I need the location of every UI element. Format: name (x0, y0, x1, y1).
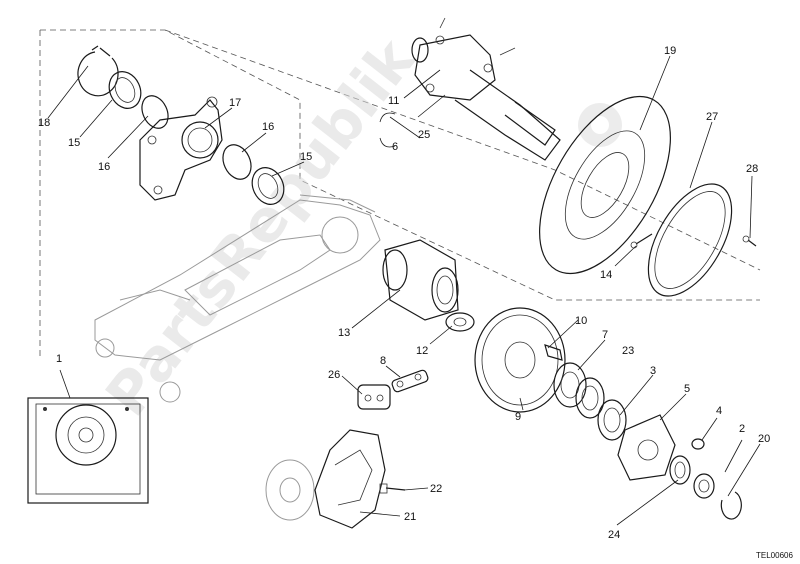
nut-4 (691, 438, 705, 450)
callout-27: 27 (706, 111, 718, 123)
caliper-bracket-17 (139, 96, 223, 201)
callout-1: 1 (56, 353, 62, 365)
wheel-hub-shaft-25 (411, 17, 561, 161)
callout-8: 8 (380, 355, 386, 367)
screw-14 (630, 233, 653, 249)
screw-28 (742, 235, 757, 247)
callout-11: 11 (388, 95, 399, 107)
tone-ring-27 (647, 183, 733, 297)
swingarm-outline (94, 194, 381, 403)
circlip-20 (720, 491, 742, 520)
callout-10: 10 (575, 315, 587, 327)
callout-5: 5 (684, 383, 690, 395)
watermark-text: PartsRepublik (92, 25, 428, 429)
bearing-3 (597, 399, 627, 441)
front-sprocket-ghost (265, 459, 315, 521)
callout-25: 25 (418, 129, 430, 141)
subassembly-boundary (39, 29, 761, 360)
callout-16b: 16 (262, 121, 274, 133)
callout-18: 18 (38, 117, 50, 129)
callout-3: 3 (650, 365, 656, 377)
circlip-18 (77, 45, 119, 97)
callout-12: 12 (416, 345, 428, 357)
callout-6: 6 (392, 141, 398, 153)
callout-15b: 15 (300, 151, 312, 163)
callout-13: 13 (338, 327, 350, 339)
brake-disc-19 (539, 95, 671, 275)
callout-9: 9 (515, 411, 521, 423)
callout-19: 19 (664, 45, 676, 57)
callout-28: 28 (746, 163, 758, 175)
nut-2 (693, 473, 715, 499)
leader-lines (47, 55, 761, 526)
rear-sprocket-9 (474, 307, 566, 413)
callout-20: 20 (758, 433, 770, 445)
spacer-12 (445, 312, 475, 332)
chain-segment-8 (391, 369, 429, 393)
chain-link-26 (357, 384, 391, 410)
sprocket-flange-5 (617, 414, 676, 481)
drawing-code: TEL00606 (756, 551, 793, 560)
spacer-ring-15-left (108, 71, 142, 109)
callout-22: 22 (430, 483, 442, 495)
callout-26: 26 (328, 369, 340, 381)
callout-21: 21 (404, 511, 416, 523)
callout-16a: 16 (98, 161, 110, 173)
callout-15a: 15 (68, 137, 80, 149)
callout-7: 7 (602, 329, 608, 341)
callout-14: 14 (600, 269, 612, 281)
spacer-24 (669, 455, 691, 485)
sprocket-detail-frame (27, 397, 149, 504)
o-ring-16-left (141, 95, 169, 129)
spacer-ring-15-right (251, 167, 285, 205)
bearing-7 (553, 362, 587, 408)
screw-22 (379, 483, 406, 494)
callout-17: 17 (229, 97, 241, 109)
sprocket-stud-10 (544, 344, 563, 361)
callout-4: 4 (716, 405, 722, 417)
eccentric-hub-13 (382, 239, 459, 321)
callout-23: 23 (622, 345, 634, 357)
watermark-logo: PartsRepublik (92, 25, 428, 429)
gear-watermark-icon (578, 103, 622, 147)
callout-24: 24 (608, 529, 620, 541)
callout-2: 2 (739, 423, 745, 435)
o-ring-16-right (222, 144, 252, 180)
sprocket-cover-21 (314, 429, 386, 529)
spacer-23 (575, 377, 605, 419)
